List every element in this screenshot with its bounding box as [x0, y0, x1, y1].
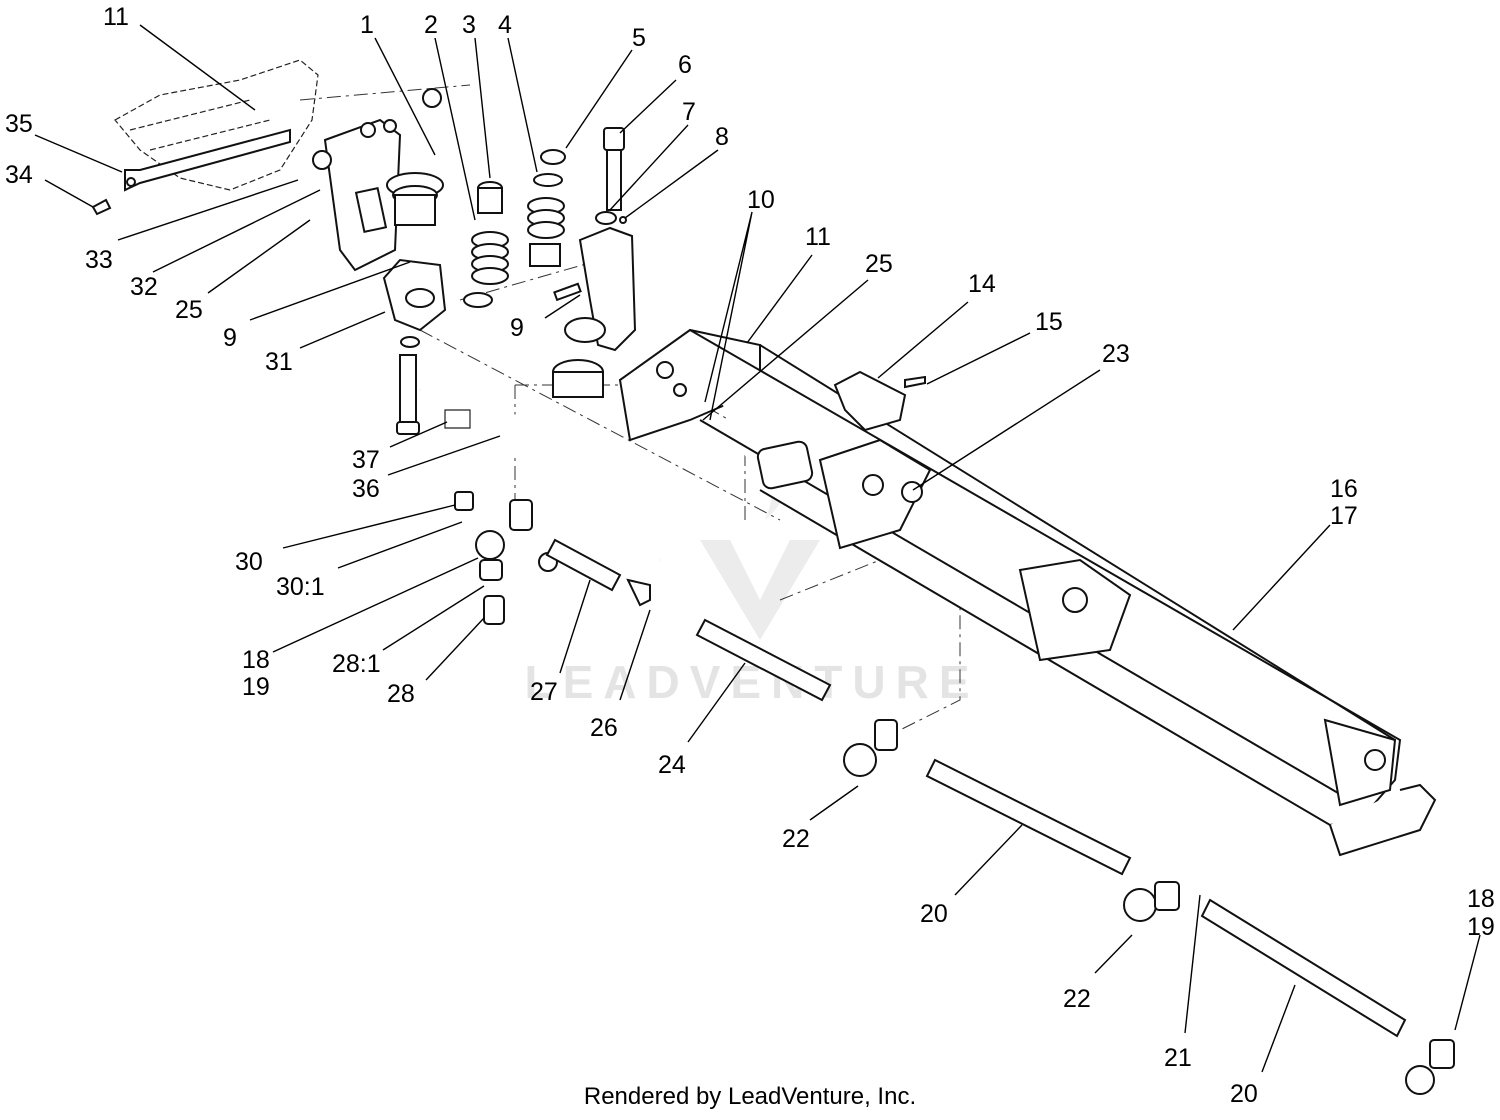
callout-9a: 9: [223, 324, 237, 352]
callout-25b: 25: [865, 250, 893, 278]
callout-5: 5: [632, 24, 646, 52]
lower-bracket-31: [382, 258, 447, 435]
callout-16: 16: [1330, 475, 1358, 503]
callout-17: 17: [1330, 502, 1358, 530]
callout-7: 7: [682, 98, 696, 126]
spring-stack-left: [386, 172, 509, 308]
callout-28: 28: [387, 680, 415, 708]
callout-28-1: 28:1: [332, 650, 381, 678]
cover-plate-14: [756, 370, 926, 490]
callout-11a: 11: [103, 3, 129, 31]
callout-27: 27: [530, 678, 558, 706]
callout-25a: 25: [175, 296, 203, 324]
callout-21: 21: [1164, 1044, 1192, 1072]
callout-2: 2: [424, 11, 438, 39]
watermark-text: LEADVENTURE: [524, 656, 979, 708]
watermark-logo: [700, 540, 820, 640]
callout-32: 32: [130, 273, 158, 301]
callout-19b: 19: [1467, 913, 1495, 941]
callout-35: 35: [5, 110, 33, 138]
callout-9b: 9: [510, 314, 524, 342]
callout-30: 30: [235, 548, 263, 576]
callout-22a: 22: [782, 825, 810, 853]
valve-assembly-left: [454, 491, 558, 625]
callout-37: 37: [352, 446, 380, 474]
spring-stack-right: [527, 149, 566, 267]
callout-33: 33: [85, 246, 113, 274]
bolt-6: [595, 127, 627, 225]
callout-18b: 18: [1467, 885, 1495, 913]
callout-36: 36: [352, 475, 380, 503]
callout-14: 14: [968, 270, 996, 298]
callout-1: 1: [360, 11, 374, 39]
callout-19a: 19: [242, 673, 270, 701]
footer-credit: Rendered by LeadVenture, Inc.: [583, 1083, 917, 1110]
callout-6: 6: [678, 51, 692, 79]
callout-3: 3: [462, 11, 476, 39]
callout-10: 10: [747, 186, 775, 214]
callout-4: 4: [498, 11, 512, 39]
pipes: [545, 538, 1407, 1038]
callout-30-1: 30:1: [276, 573, 325, 601]
callout-8: 8: [715, 123, 729, 151]
pivot-bracket: [312, 88, 442, 272]
callout-31: 31: [265, 348, 293, 376]
callout-20b: 20: [1230, 1080, 1258, 1108]
callout-22b: 22: [1063, 985, 1091, 1013]
leader-lines: [34, 24, 1481, 1073]
hose-36: [419, 387, 664, 561]
callout-24: 24: [658, 751, 686, 779]
callout-34: 34: [5, 161, 33, 189]
callout-18a: 18: [242, 646, 270, 674]
callout-11b: 11: [805, 223, 831, 251]
pin-35: [91, 128, 291, 216]
callout-15: 15: [1035, 308, 1063, 336]
callouts: 11 1 2 3 4 5 6 7 8 10 11 25 14 15 23 16 …: [5, 3, 1495, 1108]
callout-26: 26: [590, 714, 618, 742]
nozzle-bodies: [843, 719, 1455, 1095]
callout-23: 23: [1102, 340, 1130, 368]
callout-20a: 20: [920, 900, 948, 928]
pivot-arm: [552, 226, 637, 398]
boom-frame: [618, 328, 1437, 857]
